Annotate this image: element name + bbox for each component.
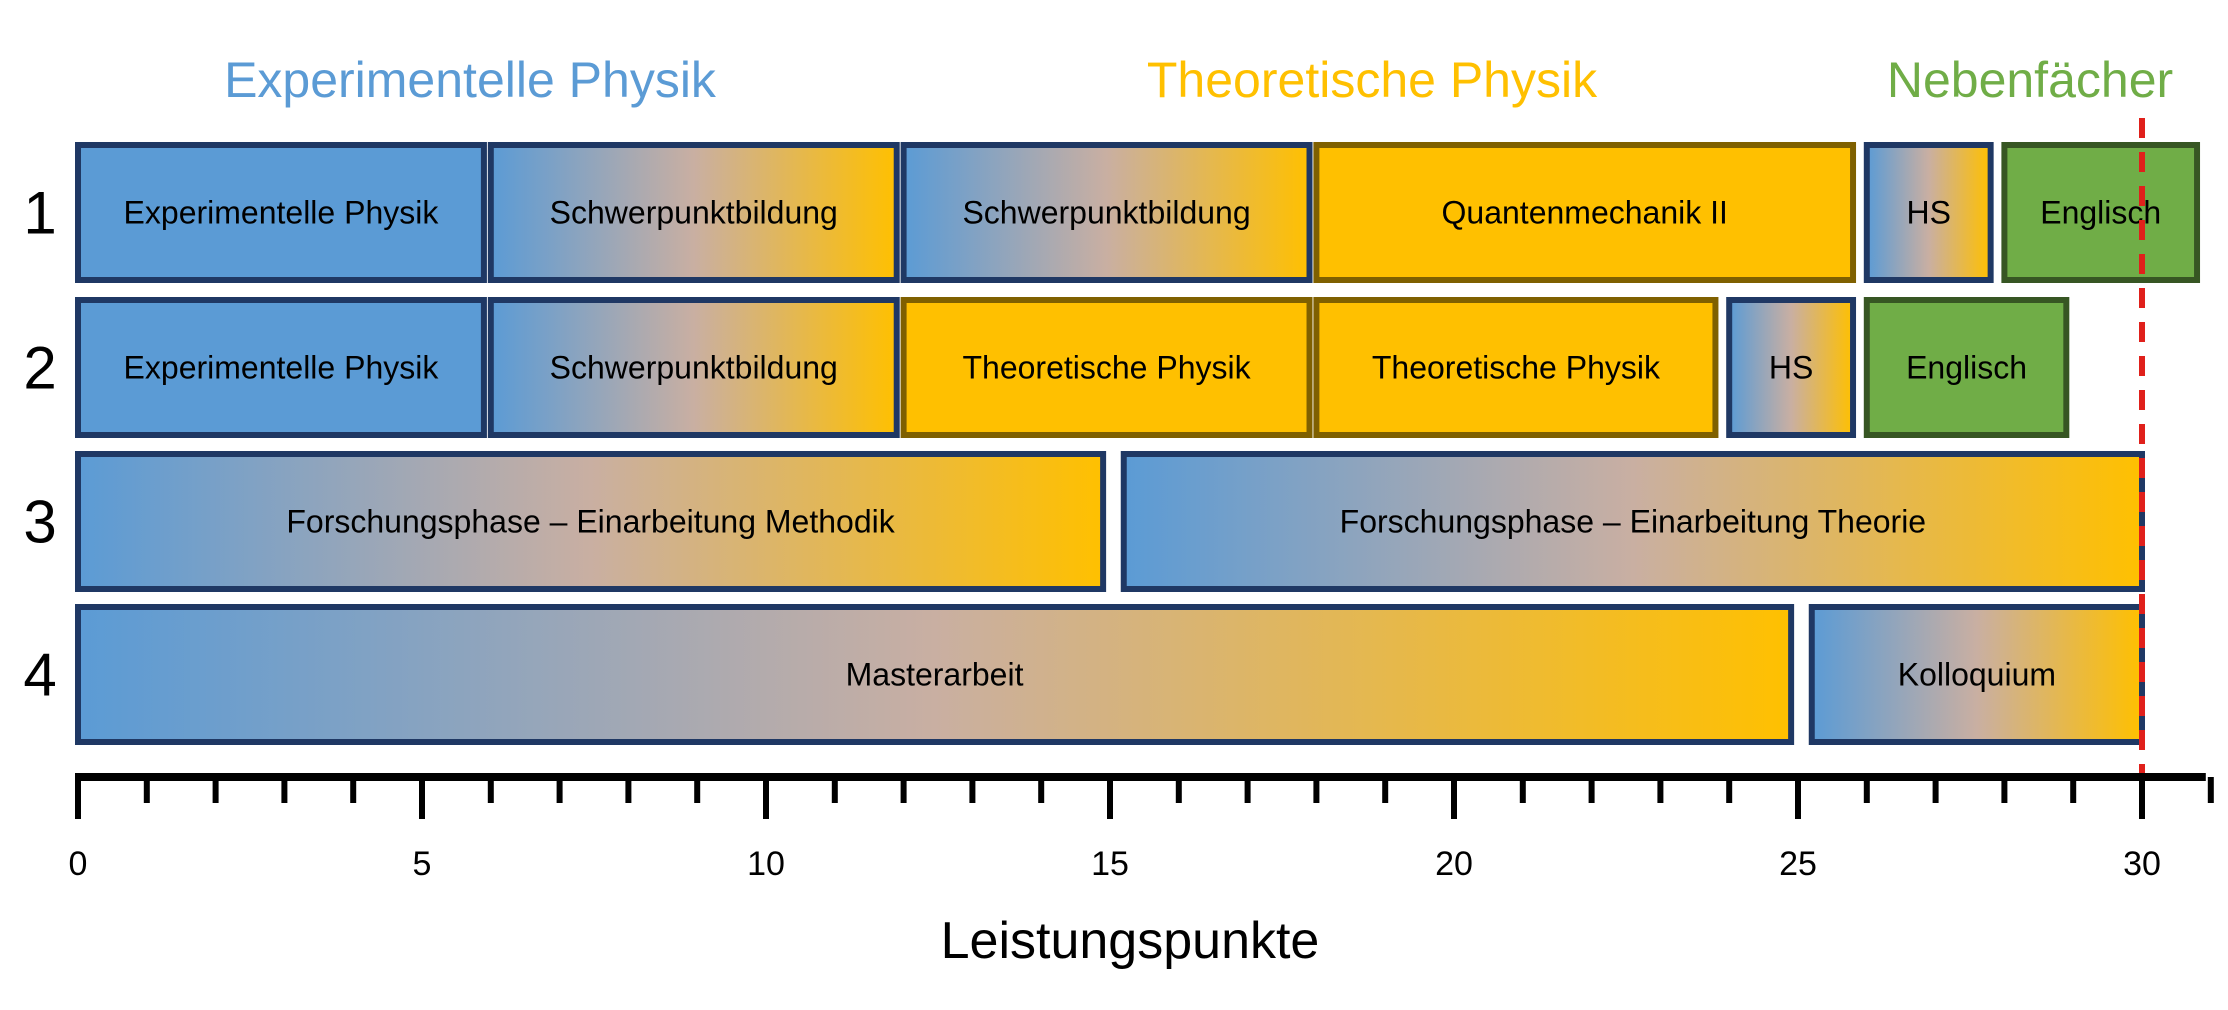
course-block-label: Forschungsphase – Einarbeitung Methodik	[286, 504, 895, 540]
course-block-label: Theoretische Physik	[1372, 350, 1661, 386]
course-block-bar	[487, 142, 900, 283]
course-block-label: HS	[1906, 195, 1950, 231]
legend-theoretical: Theoretische Physik	[1147, 52, 1598, 108]
course-block-label: Experimentelle Physik	[124, 350, 440, 386]
semester-label: 2	[23, 335, 56, 402]
course-block-label: Schwerpunktbildung	[962, 195, 1250, 231]
tick-label: 25	[1779, 845, 1817, 883]
legend-minor-subjects: Nebenfächer	[1887, 52, 2173, 108]
course-block-bar	[487, 297, 900, 438]
semester-label: 4	[23, 642, 56, 709]
course-block-bar	[900, 142, 1313, 283]
tick-label: 0	[69, 845, 88, 883]
semester-label: 1	[23, 180, 56, 247]
course-block: Experimentelle Physik	[75, 297, 487, 438]
course-block: Forschungsphase – Einarbeitung Theorie	[1120, 451, 2145, 592]
course-block-label: Kolloquium	[1898, 657, 2056, 693]
x-axis-title: Leistungspunkte	[941, 912, 1320, 970]
course-block-bar	[1120, 451, 2145, 592]
tick-label: 10	[747, 845, 785, 883]
course-block: Schwerpunktbildung	[487, 297, 900, 438]
tick-label: 15	[1091, 845, 1129, 883]
course-block: Theoretische Physik	[1313, 297, 1719, 438]
semester-row-2: 2 Experimentelle Physik Schwerpunktbildung…	[23, 297, 2070, 438]
tick-label: 20	[1435, 845, 1473, 883]
course-block: Kolloquium	[1808, 604, 2145, 745]
course-block-label: Schwerpunktbildung	[550, 350, 838, 386]
course-block-label: Masterarbeit	[846, 657, 1024, 693]
course-block-label: Theoretische Physik	[962, 350, 1251, 386]
x-axis: 0 5 10 15 20 25 30	[69, 773, 2214, 883]
course-block-bar	[1726, 297, 1857, 438]
semester-label: 3	[23, 489, 56, 556]
course-block-bar	[1863, 142, 1994, 283]
tick-label: 30	[2123, 845, 2161, 883]
course-block-bar	[75, 297, 487, 438]
course-block: HS	[1863, 142, 1994, 283]
course-block: HS	[1726, 297, 1857, 438]
course-block-label: Englisch	[1906, 350, 2027, 386]
course-block: Englisch	[2001, 142, 2201, 283]
semester-row-4: 4 Masterarbeit Kolloquium	[23, 604, 2145, 745]
tick-label: 5	[413, 845, 432, 883]
course-block-label: HS	[1769, 350, 1813, 386]
course-block: Quantenmechanik II	[1313, 142, 1857, 283]
course-block: Theoretische Physik	[900, 297, 1313, 438]
course-block-bar	[75, 451, 1107, 592]
course-block-bar	[1313, 142, 1857, 283]
course-block-bar	[1313, 297, 1719, 438]
category-legend: Experimentelle Physik Theoretische Physi…	[224, 52, 2173, 108]
course-block-bar	[75, 604, 1795, 745]
course-block-bar	[75, 142, 487, 283]
semester-row-1: 1 Experimentelle Physik Schwerpunktbildung…	[23, 142, 2201, 283]
course-block-bar	[900, 297, 1313, 438]
course-block: Schwerpunktbildung	[900, 142, 1313, 283]
course-block-label: Schwerpunktbildung	[550, 195, 838, 231]
course-block-bar	[2001, 142, 2201, 283]
course-block-label: Forschungsphase – Einarbeitung Theorie	[1340, 504, 1926, 540]
course-block-label: Quantenmechanik II	[1442, 195, 1728, 231]
course-block: Schwerpunktbildung	[487, 142, 900, 283]
course-block: Experimentelle Physik	[75, 142, 487, 283]
course-block: Englisch	[1863, 297, 2070, 438]
course-block: Forschungsphase – Einarbeitung Methodik	[75, 451, 1107, 592]
semester-row-3: 3 Forschungsphase – Einarbeitung Methodik…	[23, 451, 2145, 592]
legend-experimental: Experimentelle Physik	[224, 52, 717, 108]
course-block-bar	[1808, 604, 2145, 745]
course-block-bar	[1863, 297, 2070, 438]
course-block-label: Experimentelle Physik	[124, 195, 440, 231]
course-block: Masterarbeit	[75, 604, 1795, 745]
